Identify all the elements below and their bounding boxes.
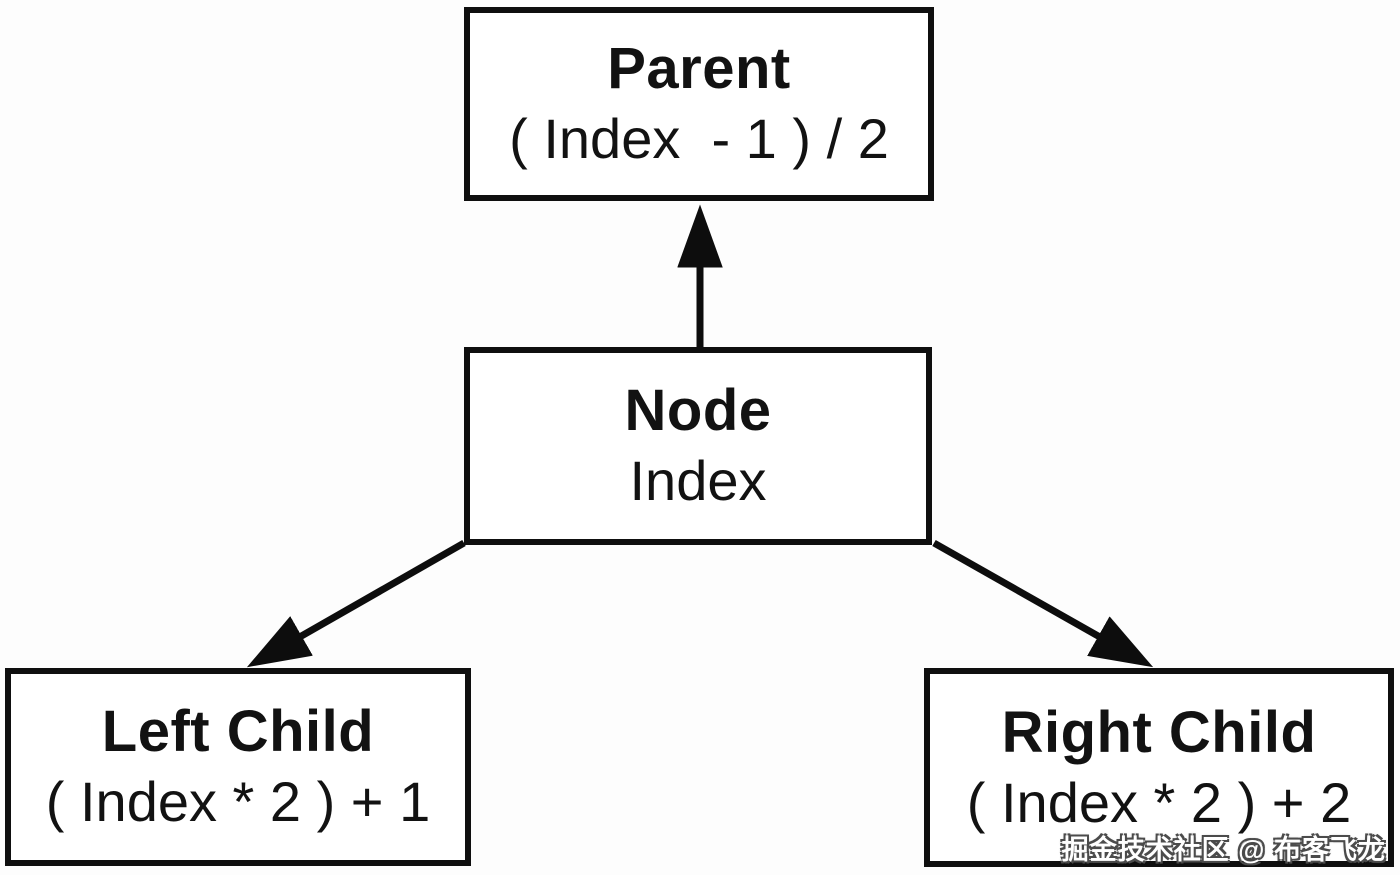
diagram-box-node: Node Index — [464, 347, 932, 545]
watermark: 掘金技术社区 @ 布客飞龙 — [1061, 835, 1386, 865]
node-box-formula: Index — [629, 449, 767, 513]
diagram-box-right-child: Right Child ( Index * 2 ) + 2 — [924, 668, 1394, 867]
right-child-box-formula: ( Index * 2 ) + 2 — [966, 770, 1352, 834]
right-child-box-title: Right Child — [1001, 699, 1317, 765]
left-child-box-formula: ( Index * 2 ) + 1 — [45, 770, 431, 834]
parent-box-title: Parent — [607, 36, 791, 102]
parent-box-formula: ( Index - 1 ) / 2 — [509, 107, 889, 171]
left-child-box-title: Left Child — [101, 699, 375, 765]
diagram-box-left-child: Left Child ( Index * 2 ) + 1 — [5, 668, 471, 866]
node-box-title: Node — [624, 378, 772, 444]
diagram-box-parent: Parent ( Index - 1 ) / 2 — [464, 7, 934, 201]
arrow-node-to-right-child — [932, 539, 1154, 668]
arrow-node-to-left-child — [246, 539, 466, 668]
